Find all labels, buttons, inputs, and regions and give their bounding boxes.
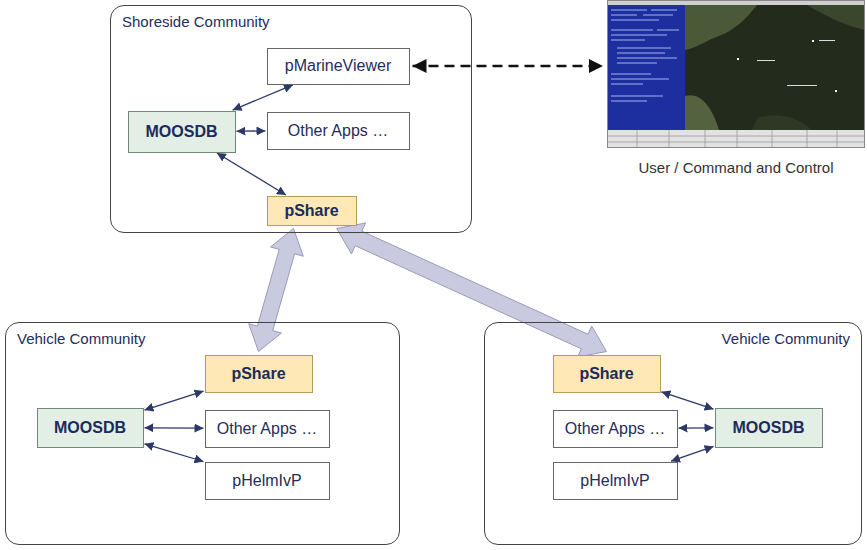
share-link-arrow xyxy=(337,223,607,357)
app-box: pHelmIvP xyxy=(553,462,678,500)
community-title: Shoreside Community xyxy=(122,13,460,30)
screenshot-illustration xyxy=(607,0,865,148)
viewer-link-arrow xyxy=(413,65,604,67)
moosdb-box: MOOSDB xyxy=(37,408,144,448)
community-box: Vehicle Community pShareMOOSDB Other Apps … xyxy=(5,322,400,545)
share-link-arrow xyxy=(249,229,304,352)
pshare-label: pShare xyxy=(284,202,338,220)
screenshot-caption: User / Command and Control xyxy=(638,159,833,178)
community-box: Shoreside Community pMarineViewerMOOSDB Ot… xyxy=(110,5,472,233)
db-link-arrow xyxy=(144,444,203,462)
app-label: pHelmIvP xyxy=(580,472,649,490)
app-label: pHelmIvP xyxy=(232,472,301,490)
app-box: pMarineViewer xyxy=(267,48,410,85)
moosdb-label: MOOSDB xyxy=(54,419,126,437)
app-box: Other Apps … xyxy=(553,410,678,448)
db-link-arrow xyxy=(671,446,714,461)
pshare-label: pShare xyxy=(231,365,285,383)
pshare-box: pShare xyxy=(267,196,357,226)
db-link-arrow xyxy=(145,427,204,429)
moosdb-label: MOOSDB xyxy=(733,419,805,437)
app-label: Other Apps … xyxy=(288,122,389,140)
app-label: pMarineViewer xyxy=(285,57,391,75)
app-label: Other Apps … xyxy=(217,420,318,438)
pshare-label: pShare xyxy=(579,365,633,383)
pshare-box: pShare xyxy=(553,355,661,393)
db-link-arrow xyxy=(237,130,266,131)
db-link-arrow xyxy=(679,427,714,429)
moosdb-box: MOOSDB xyxy=(128,111,236,153)
app-label: Other Apps … xyxy=(565,420,666,438)
db-link-arrow xyxy=(661,392,713,409)
pshare-box: pShare xyxy=(205,355,313,393)
community-title: Vehicle Community xyxy=(496,330,850,347)
moosdb-label: MOOSDB xyxy=(146,123,218,141)
db-link-arrow xyxy=(144,391,203,410)
app-box: Other Apps … xyxy=(205,410,330,448)
community-box: Vehicle Community pShareOther Apps … MOOSD… xyxy=(484,322,862,545)
db-link-arrow xyxy=(233,85,293,110)
app-box: pHelmIvP xyxy=(205,462,330,500)
screenshot-panel: User / Command and Control xyxy=(605,0,867,178)
db-link-arrow xyxy=(217,153,286,195)
app-box: Other Apps … xyxy=(267,112,410,150)
community-title: Vehicle Community xyxy=(17,330,388,347)
moosdb-box: MOOSDB xyxy=(715,408,823,448)
